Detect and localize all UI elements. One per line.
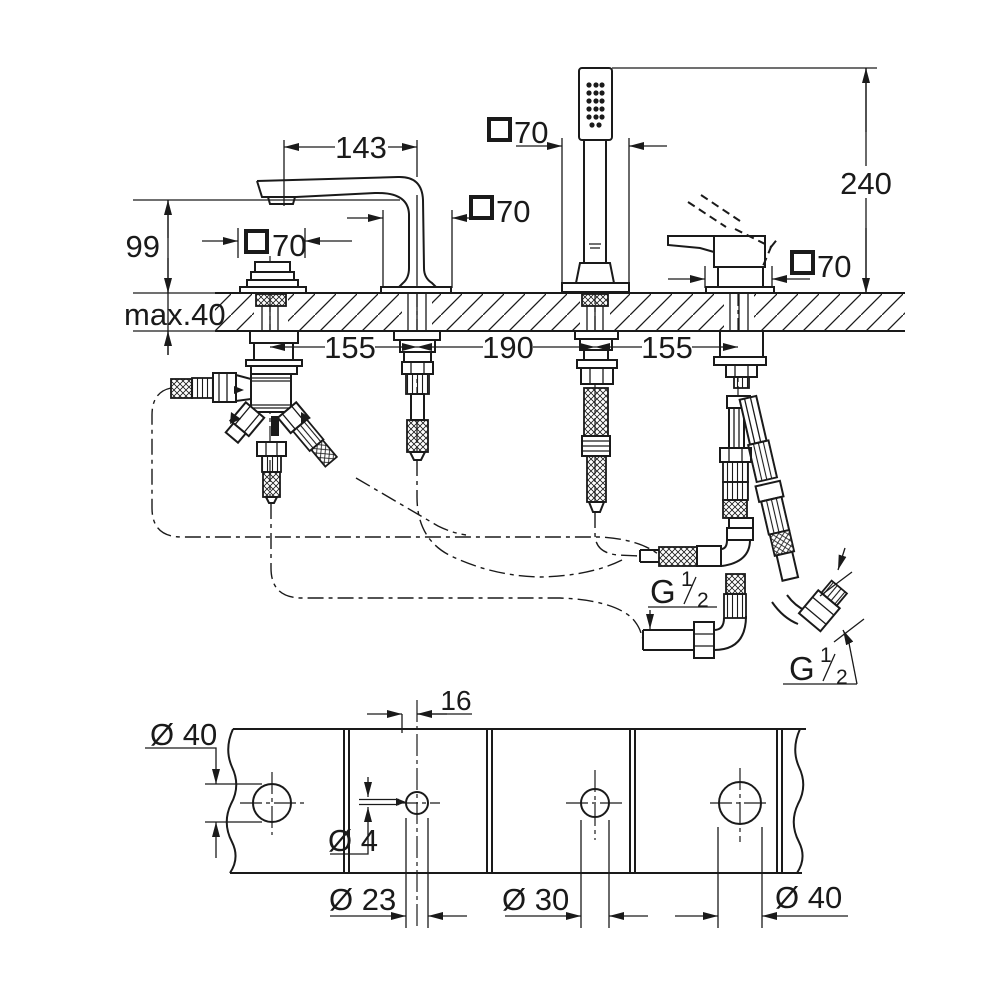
dim-label-155-left: 155 <box>324 330 376 365</box>
hand-shower <box>561 67 630 293</box>
dim-thread-right: G 1 2 <box>783 547 865 689</box>
shutoff-valve-trim <box>239 261 307 294</box>
dim-pilot-diameter: Ø 4 <box>328 777 406 858</box>
dim-escutcheon-shower: 70 <box>487 115 667 283</box>
lever-handle <box>667 194 780 294</box>
plan-view: Ø 40 16 Ø 4 Ø 23 <box>145 685 848 928</box>
thread-letter: G <box>789 650 815 687</box>
thread-letter: G <box>650 573 676 610</box>
dim-hole1-diameter: Ø 40 <box>145 717 262 858</box>
dim-shower-height: 240 <box>612 67 892 293</box>
dim-escutcheon-valve: 70 <box>202 228 352 263</box>
dim-label-max40: max.40 <box>124 297 226 332</box>
dim-label-70-valve: 70 <box>272 228 306 263</box>
dim-label-70-shower: 70 <box>514 115 548 150</box>
dim-spout-reach: 143 <box>283 130 418 206</box>
dim-label-155-right: 155 <box>641 330 693 365</box>
dim-hole2-diameter: Ø 23 <box>329 818 467 928</box>
supply-hoses-right <box>639 330 849 659</box>
dim-label-240: 240 <box>840 166 892 201</box>
mixer-body-below-deck <box>170 330 339 504</box>
square-symbol <box>469 195 494 220</box>
dim-label-dia40-left: Ø 40 <box>150 717 217 752</box>
dim-label-190: 190 <box>482 330 534 365</box>
thread-numerator: 1 <box>820 644 832 667</box>
lever-alternate-positions <box>687 194 780 267</box>
dim-label-dia40-right: Ø 40 <box>775 880 842 915</box>
mounting-deck <box>133 292 905 332</box>
square-symbol <box>790 250 815 275</box>
square-symbol <box>487 117 512 142</box>
thread-denominator: 2 <box>697 589 709 612</box>
dim-pilot-offset: 16 <box>367 685 472 733</box>
deck-strip <box>225 728 806 874</box>
thread-numerator: 1 <box>681 568 693 591</box>
panel-joints <box>343 729 783 873</box>
dim-label-70-spout: 70 <box>496 194 530 229</box>
dim-spout-height: 99 <box>126 199 400 355</box>
deck-hatch <box>215 293 905 331</box>
square-symbol <box>244 229 269 254</box>
dim-label-70-handle: 70 <box>817 249 851 284</box>
dim-hole-spacing-chain: 155 190 155 <box>270 330 738 365</box>
spray-face-dots <box>586 82 605 128</box>
dim-label-16: 16 <box>440 685 471 716</box>
dim-hole3-diameter: Ø 30 <box>502 820 648 928</box>
dim-escutcheon-spout: 70 <box>347 194 530 288</box>
dim-label-dia30: Ø 30 <box>502 882 569 917</box>
dim-label-143: 143 <box>335 130 387 165</box>
spout-connection-below-deck <box>393 330 441 461</box>
dim-escutcheon-handle: 70 <box>668 249 851 288</box>
drill-holes <box>240 700 770 928</box>
dim-hole4-diameter: Ø 40 <box>675 827 848 928</box>
dim-label-99: 99 <box>126 229 160 264</box>
elevation-view: 143 99 max.40 240 70 <box>124 67 905 689</box>
dim-label-dia4: Ø 4 <box>328 823 378 858</box>
shower-hose-below-deck <box>574 330 619 513</box>
dim-deck-thickness: max.40 <box>124 297 226 355</box>
break-line-right <box>792 728 805 874</box>
dim-thread-left: G 1 2 <box>646 568 717 629</box>
dim-label-dia23: Ø 23 <box>329 882 396 917</box>
thread-denominator: 2 <box>836 666 848 689</box>
phantom-hose-routing <box>151 387 659 639</box>
break-line-left <box>225 728 238 874</box>
